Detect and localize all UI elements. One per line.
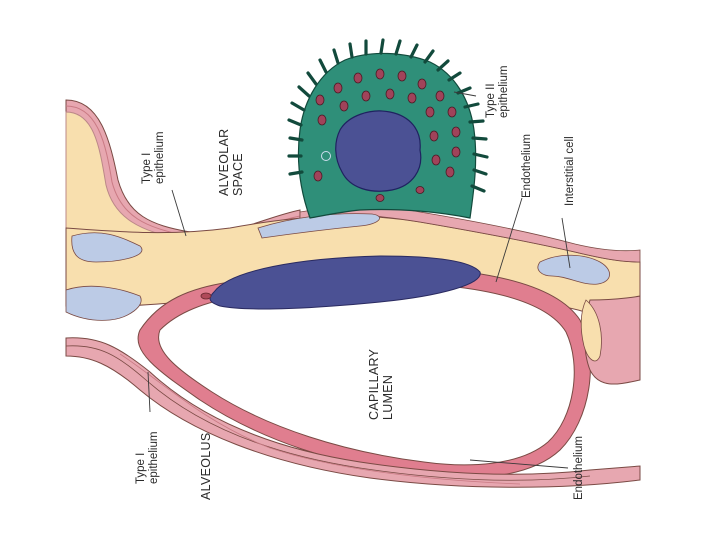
label-alveolus-text: ALVEOLUS xyxy=(199,433,213,500)
label-type1-top-line1: Type I xyxy=(141,153,153,184)
small-nucleus xyxy=(200,292,212,300)
lower-wall-lamina xyxy=(65,345,591,481)
label-type1-bottom: Type I epithelium xyxy=(135,432,160,484)
label-type1-top-line2: epithelium xyxy=(154,132,166,184)
label-capillary-lumen-line2: LUMEN xyxy=(381,375,395,420)
label-alveolus: ALVEOLUS xyxy=(199,433,213,500)
label-capillary-lumen: CAPILLARY LUMEN xyxy=(367,348,395,420)
label-alveolar-space-line1: ALVEOLAR xyxy=(217,129,231,196)
interstitial-cell-right xyxy=(537,254,610,285)
label-type2: Type II epithelium xyxy=(485,66,510,118)
label-type1-top: Type I epithelium xyxy=(141,132,166,184)
type2-cell xyxy=(287,38,489,219)
endothelial-nucleus xyxy=(209,255,481,310)
label-interstitial-cell-text: Interstitial cell xyxy=(564,136,576,206)
label-capillary-lumen-line1: CAPILLARY xyxy=(367,348,381,420)
label-type2-line1: Type II xyxy=(485,83,497,118)
leader-interstitial xyxy=(561,217,571,269)
right-wall-cream xyxy=(580,299,602,362)
interstitial-pocket-left xyxy=(71,232,143,263)
leader-endothelium-bottom xyxy=(469,459,569,469)
label-endothelium-bottom-text: Endothelium xyxy=(573,436,585,500)
leader-type1-top xyxy=(171,189,187,237)
label-type1-bottom-line1: Type I xyxy=(135,453,147,484)
type2-microvilli xyxy=(287,38,489,193)
label-type1-bottom-line2: epithelium xyxy=(148,432,160,484)
leader-endothelium-top xyxy=(495,197,523,283)
label-endothelium-bottom: Endothelium xyxy=(573,436,585,500)
label-type2-line2: epithelium xyxy=(498,66,510,118)
lower-wall-epithelium xyxy=(65,337,641,488)
interstitial-pocket-lower-left xyxy=(65,285,142,321)
label-alveolar-space-line2: SPACE xyxy=(231,153,245,196)
type2-nucleus xyxy=(335,110,422,192)
label-endothelium-top-text: Endothelium xyxy=(521,134,533,198)
type2-organelle xyxy=(321,151,331,161)
leader-type1-bottom xyxy=(147,371,151,413)
lamellar-bodies xyxy=(313,68,461,202)
label-interstitial-cell: Interstitial cell xyxy=(564,136,576,206)
lower-wall-lamina-2 xyxy=(119,353,521,485)
interstitial-pocket-mid xyxy=(257,213,381,239)
label-endothelium-top: Endothelium xyxy=(521,134,533,198)
leader-type2 xyxy=(453,91,477,97)
label-alveolar-space: ALVEOLAR SPACE xyxy=(217,129,245,196)
